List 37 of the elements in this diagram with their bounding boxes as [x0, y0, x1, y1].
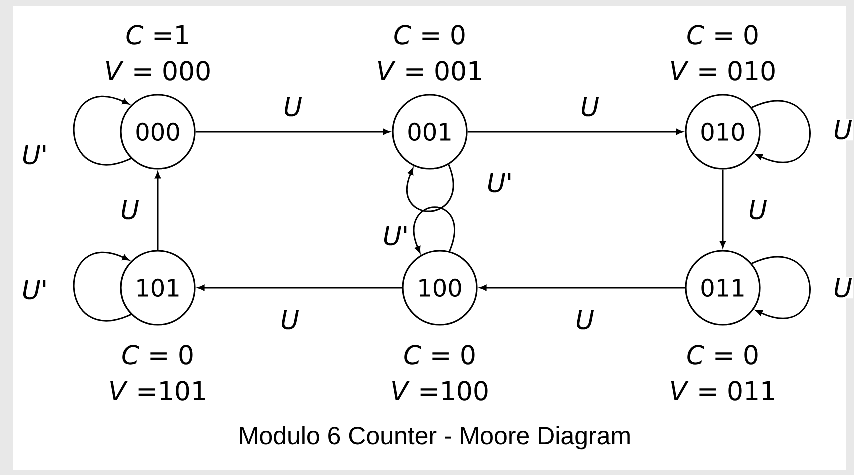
arrow: [414, 206, 456, 254]
edge-label: U: [574, 309, 596, 331]
output-label: C = 0: [688, 25, 758, 45]
output-label: C = 0: [688, 345, 758, 365]
output-label: C = 0: [404, 345, 475, 365]
edge-label: U: [282, 96, 304, 118]
output-label: C = 0: [394, 25, 465, 45]
arrow: [155, 172, 161, 250]
arrow: [752, 256, 811, 319]
edge-label: U': [382, 225, 410, 247]
output-label: V =100: [392, 381, 488, 401]
output-label: V = 010: [671, 61, 775, 81]
edge-label: U: [580, 96, 601, 118]
output-label: C = 0: [122, 345, 193, 365]
edge-label: U': [20, 279, 50, 301]
edge-label: U': [486, 172, 514, 194]
output-label: V = 000: [106, 61, 210, 81]
arrow: [73, 252, 132, 322]
output-label: C =1: [126, 25, 188, 45]
edge-label: U: [748, 199, 769, 221]
edge-label: U: [832, 277, 854, 299]
arrow: [73, 96, 132, 166]
arrow: [406, 164, 454, 212]
output-label: V =101: [110, 381, 206, 401]
output-label: V = 001: [378, 61, 482, 81]
edge-label: U: [832, 119, 854, 141]
arrow: [196, 129, 390, 135]
caption: Modulo 6 Counter - Moore Diagram: [240, 426, 630, 450]
arrow: [198, 285, 402, 291]
arrow: [480, 285, 686, 291]
edge-label: U: [120, 199, 141, 221]
edge-label: U: [280, 309, 301, 331]
arrow: [752, 100, 811, 163]
output-label: V = 011: [671, 381, 774, 401]
arrow: [720, 170, 726, 248]
arrow: [468, 129, 683, 135]
edge-label: U': [20, 144, 50, 166]
